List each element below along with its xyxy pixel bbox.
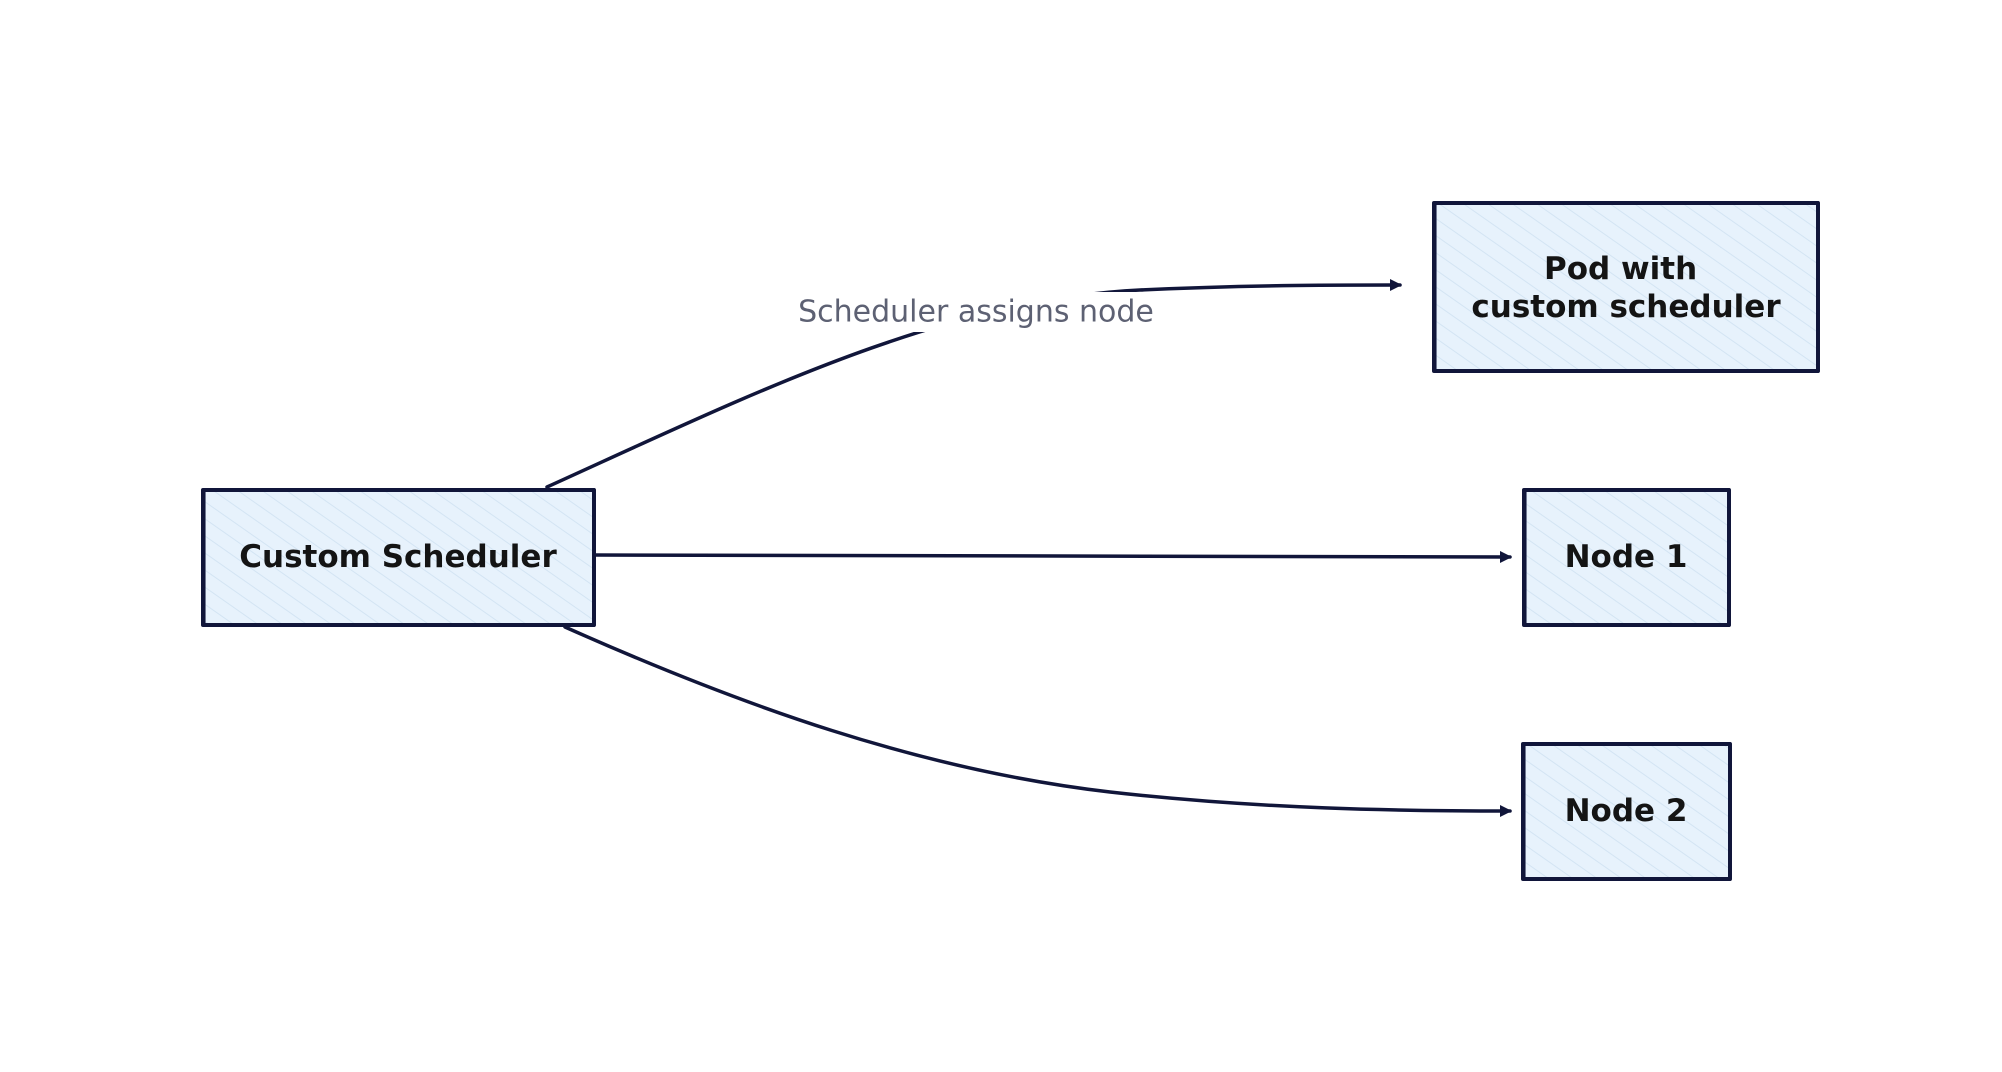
node-label-line: Node 2: [1565, 793, 1688, 829]
node-node-1[interactable]: Node 1: [1522, 488, 1731, 627]
node-custom-scheduler[interactable]: Custom Scheduler: [201, 488, 596, 627]
node-box-sketch: [1524, 742, 1731, 881]
edge-label-background: [780, 292, 1172, 332]
node-box-sketch: [1525, 488, 1730, 627]
node-label: Custom Scheduler: [239, 539, 557, 575]
node-box: [201, 488, 596, 627]
edge-scheduler-to-node2: [563, 625, 1512, 817]
node-pod-with-custom-scheduler[interactable]: Pod with custom scheduler: [1432, 201, 1820, 373]
node-box-sketch: [1435, 201, 1819, 373]
node-label-line: custom scheduler: [1471, 289, 1781, 325]
node-box: [1432, 201, 1820, 373]
edge-line-scheduler-to-node2: [563, 625, 1512, 817]
node-label-line: Node 1: [1565, 539, 1688, 575]
node-box-sketch: [204, 488, 595, 627]
node-label: Node 2: [1565, 793, 1688, 829]
node-node-2[interactable]: Node 2: [1521, 742, 1732, 881]
node-label: Node 1: [1565, 539, 1688, 575]
edge-label-scheduler-assigns-node: Scheduler assigns node: [798, 295, 1154, 330]
edge-scheduler-to-node1: [590, 550, 1512, 563]
edge-line-scheduler-to-node1: [590, 550, 1512, 563]
node-box: [1522, 488, 1731, 627]
node-label-line: Custom Scheduler: [239, 539, 557, 575]
node-label-line: Pod with: [1544, 251, 1697, 287]
node-label: Pod with custom scheduler: [1471, 251, 1781, 325]
edge-scheduler-to-pod: Scheduler assigns node: [545, 279, 1402, 489]
